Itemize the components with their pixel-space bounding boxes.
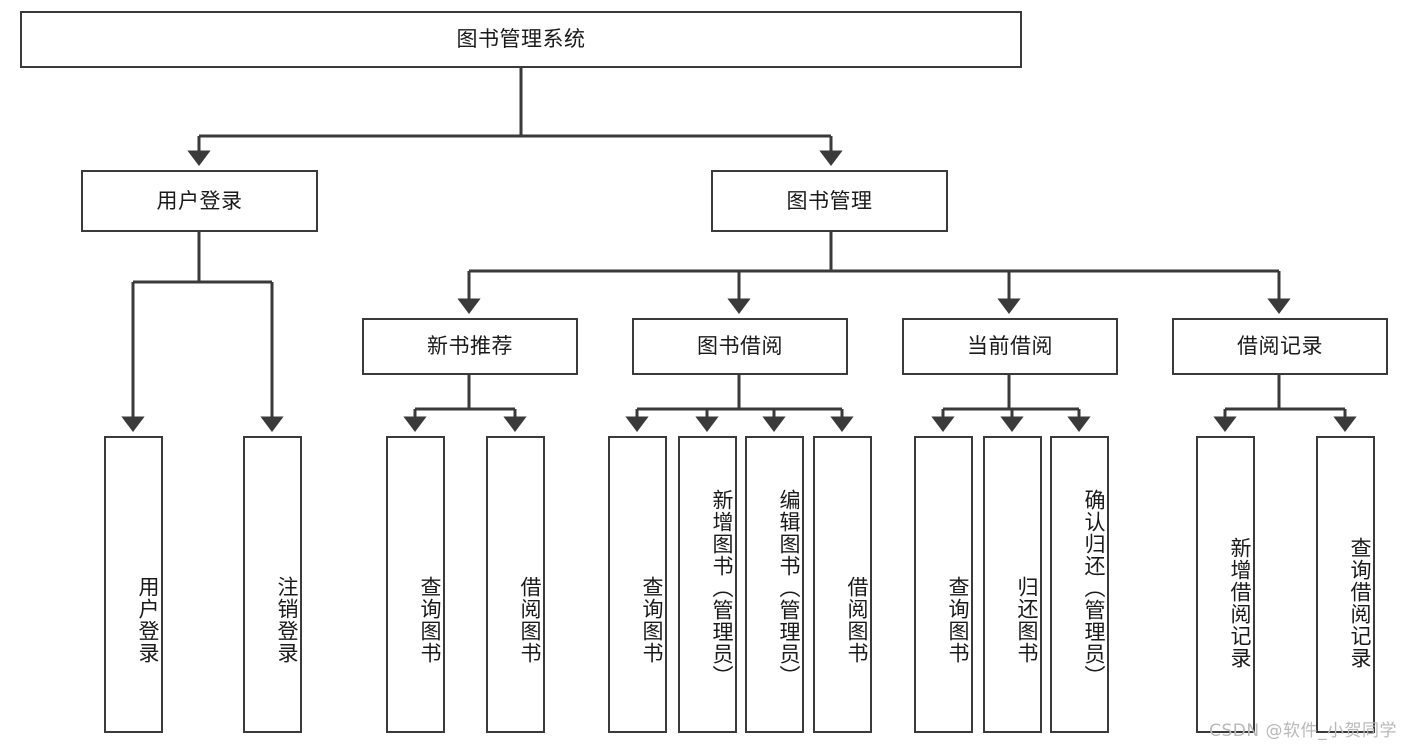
node-leaf-query-book-2-label: 查询图书 xyxy=(640,575,664,664)
node-borrow-record[interactable]: 借阅记录 xyxy=(1172,318,1388,375)
node-user-login-label: 用户登录 xyxy=(156,188,243,213)
watermark: CSDN @软件_小贺同学 xyxy=(1209,721,1397,741)
node-leaf-borrow-book-1-label: 借阅图书 xyxy=(518,575,542,664)
node-leaf-query-book-1[interactable]: 查询图书 xyxy=(386,436,445,733)
node-book-borrow-label: 图书借阅 xyxy=(697,334,783,359)
node-leaf-return-book[interactable]: 归还图书 xyxy=(983,436,1042,733)
node-leaf-borrow-book-1[interactable]: 借阅图书 xyxy=(486,436,545,733)
node-leaf-edit-book[interactable]: 编辑图书（管理员） xyxy=(745,436,804,733)
node-leaf-query-book-3[interactable]: 查询图书 xyxy=(914,436,973,733)
node-current-borrow[interactable]: 当前借阅 xyxy=(902,318,1118,375)
node-leaf-logout[interactable]: 注销登录 xyxy=(243,436,302,733)
node-leaf-borrow-book-2[interactable]: 借阅图书 xyxy=(813,436,872,733)
node-user-login[interactable]: 用户登录 xyxy=(81,170,318,232)
node-leaf-add-record-label: 新增借阅记录 xyxy=(1228,536,1252,669)
node-leaf-confirm-return-label: 确认归还（管理员） xyxy=(1082,488,1106,687)
node-leaf-return-book-label: 归还图书 xyxy=(1015,575,1039,664)
node-leaf-query-book-1-label: 查询图书 xyxy=(418,575,442,664)
node-leaf-add-book[interactable]: 新增图书（管理员） xyxy=(678,436,737,733)
node-leaf-add-record[interactable]: 新增借阅记录 xyxy=(1196,436,1255,733)
node-book-manage[interactable]: 图书管理 xyxy=(711,170,948,232)
node-leaf-user-login[interactable]: 用户登录 xyxy=(104,436,163,733)
node-leaf-logout-label: 注销登录 xyxy=(275,575,299,664)
node-leaf-edit-book-label: 编辑图书（管理员） xyxy=(777,488,801,687)
node-book-manage-label: 图书管理 xyxy=(786,188,873,213)
node-leaf-add-book-label: 新增图书（管理员） xyxy=(710,488,734,687)
node-new-book-rec[interactable]: 新书推荐 xyxy=(362,318,578,375)
node-leaf-confirm-return[interactable]: 确认归还（管理员） xyxy=(1050,436,1109,733)
node-new-book-rec-label: 新书推荐 xyxy=(427,334,513,359)
node-root-label: 图书管理系统 xyxy=(456,27,586,52)
node-leaf-query-book-3-label: 查询图书 xyxy=(946,575,970,664)
node-book-borrow[interactable]: 图书借阅 xyxy=(632,318,848,375)
node-leaf-borrow-book-2-label: 借阅图书 xyxy=(845,575,869,664)
node-current-borrow-label: 当前借阅 xyxy=(967,334,1053,359)
node-leaf-user-login-label: 用户登录 xyxy=(136,575,160,664)
node-root[interactable]: 图书管理系统 xyxy=(20,11,1022,68)
node-leaf-query-book-2[interactable]: 查询图书 xyxy=(608,436,667,733)
node-leaf-query-record[interactable]: 查询借阅记录 xyxy=(1316,436,1375,733)
node-borrow-record-label: 借阅记录 xyxy=(1237,334,1323,359)
node-leaf-query-record-label: 查询借阅记录 xyxy=(1348,536,1372,669)
